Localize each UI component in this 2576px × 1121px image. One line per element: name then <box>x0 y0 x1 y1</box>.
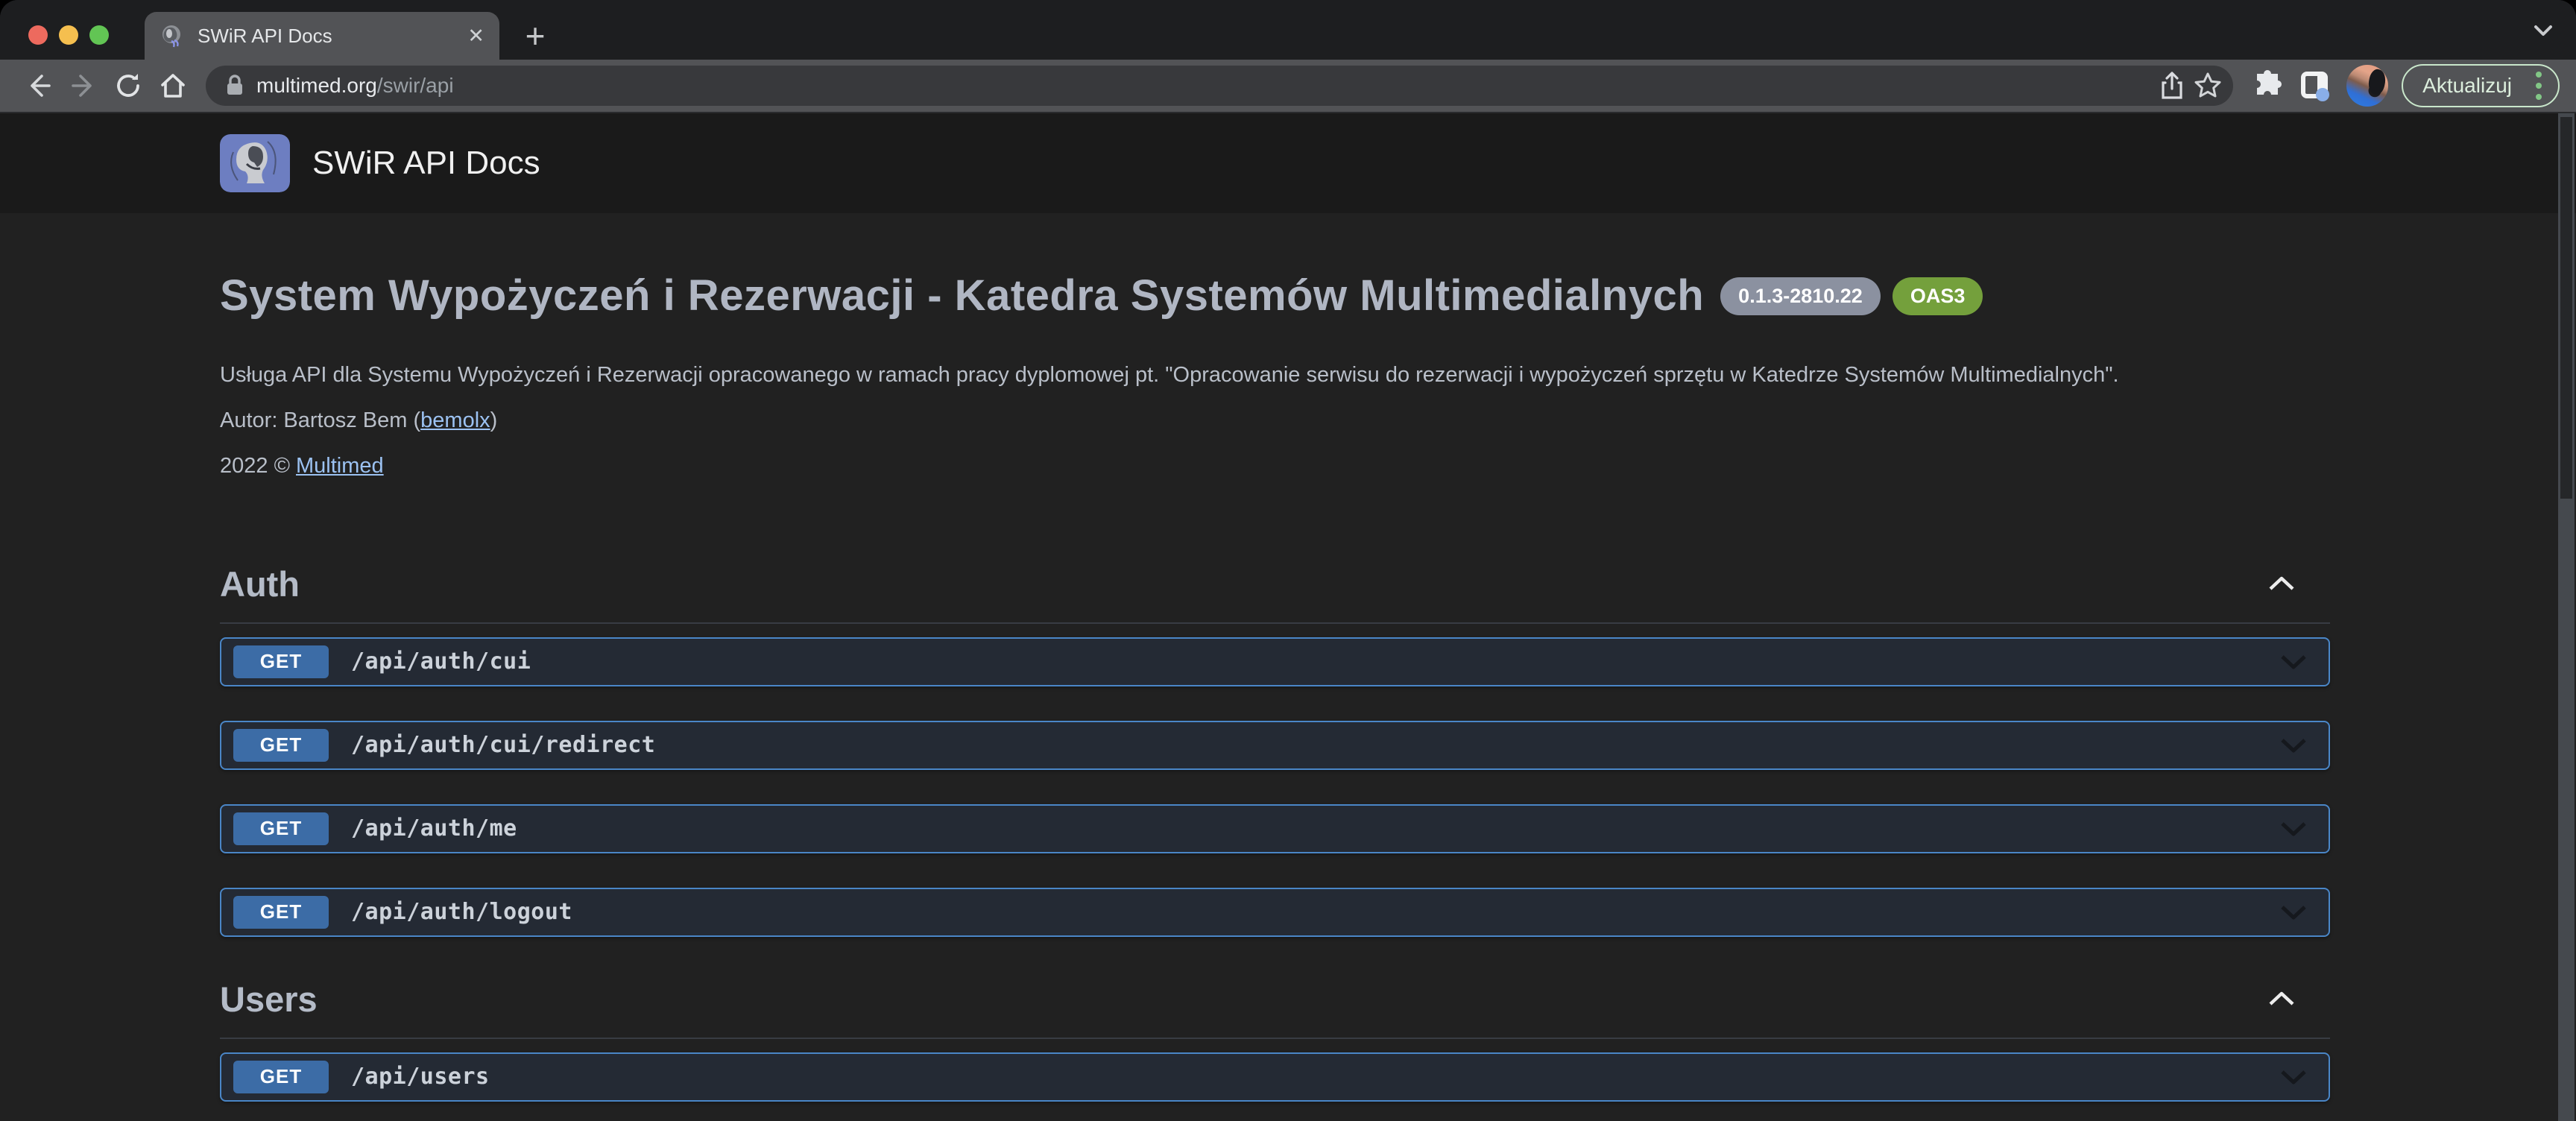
collapse-chevron-up-icon[interactable] <box>2267 991 2296 1007</box>
author-line: Autor: Bartosz Bem (bemolx) <box>220 408 2330 433</box>
method-badge: GET <box>233 645 329 678</box>
version-badge: 0.1.3-2810.22 <box>1720 277 1881 315</box>
section-header-users[interactable]: Users <box>220 979 2330 1039</box>
author-prefix: Autor: Bartosz Bem ( <box>220 408 421 432</box>
reload-button[interactable] <box>109 66 148 105</box>
share-button[interactable] <box>2154 68 2190 104</box>
copyright-line: 2022 © Multimed <box>220 454 2330 479</box>
tab-title: SWiR API Docs <box>198 24 332 47</box>
side-panel-icon <box>2301 72 2330 101</box>
endpoint-path: /api/auth/me <box>351 815 517 842</box>
bookmark-button[interactable] <box>2190 68 2226 104</box>
method-badge: GET <box>233 1060 329 1093</box>
api-description: Usługa API dla Systemu Wypożyczeń i Reze… <box>220 362 2119 387</box>
section-header-auth[interactable]: Auth <box>220 563 2330 624</box>
tab-search-chevron-icon[interactable] <box>2530 22 2557 39</box>
method-badge: GET <box>233 895 329 929</box>
api-docs-content: System Wypożyczeń i Rezerwacji - Katedra… <box>0 271 2576 1102</box>
endpoint-row[interactable]: GET /api/auth/logout <box>220 887 2330 937</box>
window-minimize-button[interactable] <box>59 25 78 45</box>
star-icon <box>2194 72 2221 98</box>
url-host: multimed.org <box>256 74 377 97</box>
expand-chevron-down-icon[interactable] <box>2279 1069 2308 1085</box>
tab-favicon-icon <box>162 25 180 48</box>
section-name: Auth <box>220 563 300 604</box>
endpoint-path: /api/auth/cui <box>351 648 531 675</box>
window-close-button[interactable] <box>28 25 48 45</box>
api-title: System Wypożyczeń i Rezerwacji - Katedra… <box>220 271 1705 320</box>
window-zoom-button[interactable] <box>89 25 109 45</box>
url-path: /swir/api <box>376 74 454 97</box>
forward-button[interactable] <box>64 66 103 105</box>
section-name: Users <box>220 979 318 1019</box>
home-icon <box>161 74 185 98</box>
update-button[interactable]: Aktualizuj <box>2402 64 2560 107</box>
copyright-link[interactable]: Multimed <box>296 453 384 478</box>
site-title: SWiR API Docs <box>312 145 540 181</box>
endpoint-path: /api/users <box>351 1064 490 1090</box>
home-button[interactable] <box>154 66 192 105</box>
web-page: SWiR API Docs System Wypożyczeń i Rezerw… <box>0 113 2576 1121</box>
copyright-prefix: 2022 © <box>220 453 296 478</box>
expand-chevron-down-icon[interactable] <box>2279 654 2308 670</box>
share-icon <box>2162 72 2182 99</box>
browser-menu-icon[interactable] <box>2530 72 2548 100</box>
lock-icon[interactable] <box>225 74 244 98</box>
update-button-label: Aktualizuj <box>2422 74 2512 97</box>
forward-icon <box>72 75 92 97</box>
puzzle-icon <box>2257 70 2282 95</box>
url-text: multimed.org/swir/api <box>256 74 454 98</box>
back-icon <box>31 75 51 97</box>
browser-tab[interactable]: SWiR API Docs ✕ <box>145 12 499 60</box>
method-badge: GET <box>233 812 329 845</box>
endpoint-row[interactable]: GET /api/auth/cui <box>220 637 2330 686</box>
oas3-badge: OAS3 <box>1892 277 1983 315</box>
tab-close-icon[interactable]: ✕ <box>467 24 484 47</box>
page-scrollbar-track[interactable] <box>2558 113 2575 1121</box>
tab-strip: SWiR API Docs ✕ + <box>0 0 2576 60</box>
extensions-button[interactable] <box>2248 66 2287 105</box>
endpoint-row[interactable]: GET /api/auth/cui/redirect <box>220 720 2330 770</box>
expand-chevron-down-icon[interactable] <box>2279 904 2308 921</box>
collapse-chevron-up-icon[interactable] <box>2267 575 2296 592</box>
api-badges: 0.1.3-2810.22 OAS3 <box>1720 277 1983 315</box>
expand-chevron-down-icon[interactable] <box>2279 821 2308 837</box>
reload-icon <box>117 74 139 97</box>
author-link[interactable]: bemolx <box>420 408 490 432</box>
page-scrollbar-thumb[interactable] <box>2560 117 2572 499</box>
site-logo <box>220 134 290 192</box>
author-suffix: ) <box>490 408 498 432</box>
profile-avatar[interactable] <box>2346 65 2389 107</box>
method-badge: GET <box>233 728 329 762</box>
endpoint-row[interactable]: GET /api/auth/me <box>220 803 2330 853</box>
new-tab-button[interactable]: + <box>525 16 546 55</box>
back-button[interactable] <box>19 66 58 105</box>
api-title-row: System Wypożyczeń i Rezerwacji - Katedra… <box>220 271 2330 321</box>
window-controls <box>28 25 109 45</box>
endpoint-path: /api/auth/logout <box>351 899 572 926</box>
expand-chevron-down-icon[interactable] <box>2279 737 2308 754</box>
address-bar[interactable]: multimed.org/swir/api <box>206 66 2234 106</box>
browser-toolbar: multimed.org/swir/api <box>0 60 2576 113</box>
site-topbar: SWiR API Docs <box>0 113 2576 213</box>
side-panel-button[interactable] <box>2296 66 2334 105</box>
endpoint-row[interactable]: GET /api/users <box>220 1052 2330 1102</box>
endpoint-path: /api/auth/cui/redirect <box>351 732 656 759</box>
